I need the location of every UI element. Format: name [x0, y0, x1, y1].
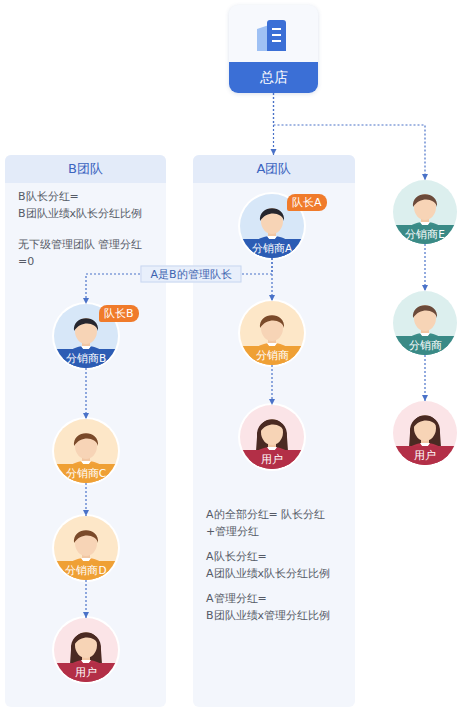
circle-band-label: 用户 [240, 450, 304, 469]
shop-icon [253, 19, 293, 53]
distributor-circle: 分销商D [54, 516, 118, 580]
formula-note: 无下级管理团队 管理分红=0 [18, 236, 150, 270]
formula-note: A队长分红= A团队业绩x队长分红比例 [206, 548, 338, 582]
circle-band-label: 用户 [54, 663, 118, 682]
connector-line [85, 368, 86, 419]
avatar-hair [260, 315, 284, 328]
arrow-head [83, 413, 89, 419]
avatar-hair [74, 530, 98, 543]
arrow-head [83, 612, 89, 618]
dotted-connector [422, 355, 428, 401]
icon-line [272, 34, 281, 36]
icon-line [272, 40, 281, 42]
avatar-hair [74, 433, 98, 446]
distributor-circle: 分销商E [393, 180, 457, 244]
circle-band-label: 分销商B [54, 349, 118, 368]
icon-front [267, 20, 286, 51]
connector-line [273, 93, 274, 155]
connector-line [85, 483, 86, 516]
connector-line [85, 580, 86, 618]
store-label: 总店 [229, 62, 318, 93]
dotted-connector [271, 93, 277, 155]
team-panel: B团队 B队长分红= B团队业绩x队长分红比例无下级管理团队 管理分红=0 队长B 分… [5, 155, 166, 707]
connector-line [274, 93, 426, 180]
dotted-connector [83, 368, 89, 419]
avatar-hair [74, 318, 98, 331]
connector-line [86, 258, 272, 304]
dotted-connector [422, 244, 428, 291]
dotted-connector [269, 258, 275, 301]
distributor-circle: 分销商 [240, 301, 304, 365]
connector-line [424, 355, 425, 401]
avatar-hair [260, 419, 284, 432]
dotted-connector [83, 258, 272, 304]
dotted-connector [83, 580, 89, 618]
team-heading: B团队 [5, 155, 166, 183]
arrow-head [83, 298, 89, 304]
circle-band-label: 分销商 [393, 336, 457, 355]
circle-band-label: 分销商C [54, 464, 118, 483]
dotted-connector [269, 365, 275, 405]
leader-badge: 队长A [287, 194, 327, 211]
badge-text: 队长B [104, 305, 134, 322]
avatar-hair [413, 194, 437, 207]
formula-note: B队长分红= B团队业绩x队长分红比例 [18, 188, 150, 222]
distributor-circle: 分销商 [393, 291, 457, 355]
circle-band-label: 分销商A [240, 239, 304, 258]
connector-line [271, 365, 272, 405]
team-panel: A团队 A的全部分红= 队长分红+管理分红 A队长分红= A团队业绩x队长分红比例 A… [193, 155, 355, 707]
formula-note: A的全部分红= 队长分红+管理分红 [206, 506, 338, 540]
arrow-head [422, 395, 428, 401]
distributor-circle: 分销商C [54, 419, 118, 483]
avatar-hair-long [409, 416, 441, 447]
connector-line [271, 258, 272, 301]
avatar-hair [74, 632, 98, 645]
distributor-circle: 用户 [240, 405, 304, 469]
arrow-head [269, 399, 275, 405]
store-card: 总店 [229, 5, 318, 93]
avatar-hair [413, 415, 437, 428]
arrow-head [271, 149, 277, 155]
leader-badge: 队长B [99, 305, 139, 322]
avatar-hair-long [256, 420, 288, 451]
edge-label: A是B的管理队长 [140, 266, 241, 283]
avatar-hair [260, 208, 284, 221]
arrow-head [83, 510, 89, 516]
dotted-connector [83, 483, 89, 516]
distributor-circle: 用户 [54, 618, 118, 682]
distributor-circle: 用户 [393, 401, 457, 465]
circle-band-label: 用户 [393, 446, 457, 465]
formula-note: A管理分红= B团队业绩x管理分红比例 [206, 590, 338, 624]
circle-band-label: 分销商E [393, 225, 457, 244]
arrow-head [422, 285, 428, 291]
avatar-hair-long [70, 633, 102, 664]
arrow-head [422, 174, 428, 180]
arrow-head [269, 295, 275, 301]
circle-band-label: 分销商 [240, 346, 304, 365]
circle-band-label: 分销商D [54, 561, 118, 580]
team-heading: A团队 [193, 155, 355, 183]
avatar-hair [413, 305, 437, 318]
badge-text: 队长A [292, 194, 322, 211]
dotted-connector [274, 93, 429, 180]
icon-line [272, 28, 281, 30]
connector-line [424, 244, 425, 291]
